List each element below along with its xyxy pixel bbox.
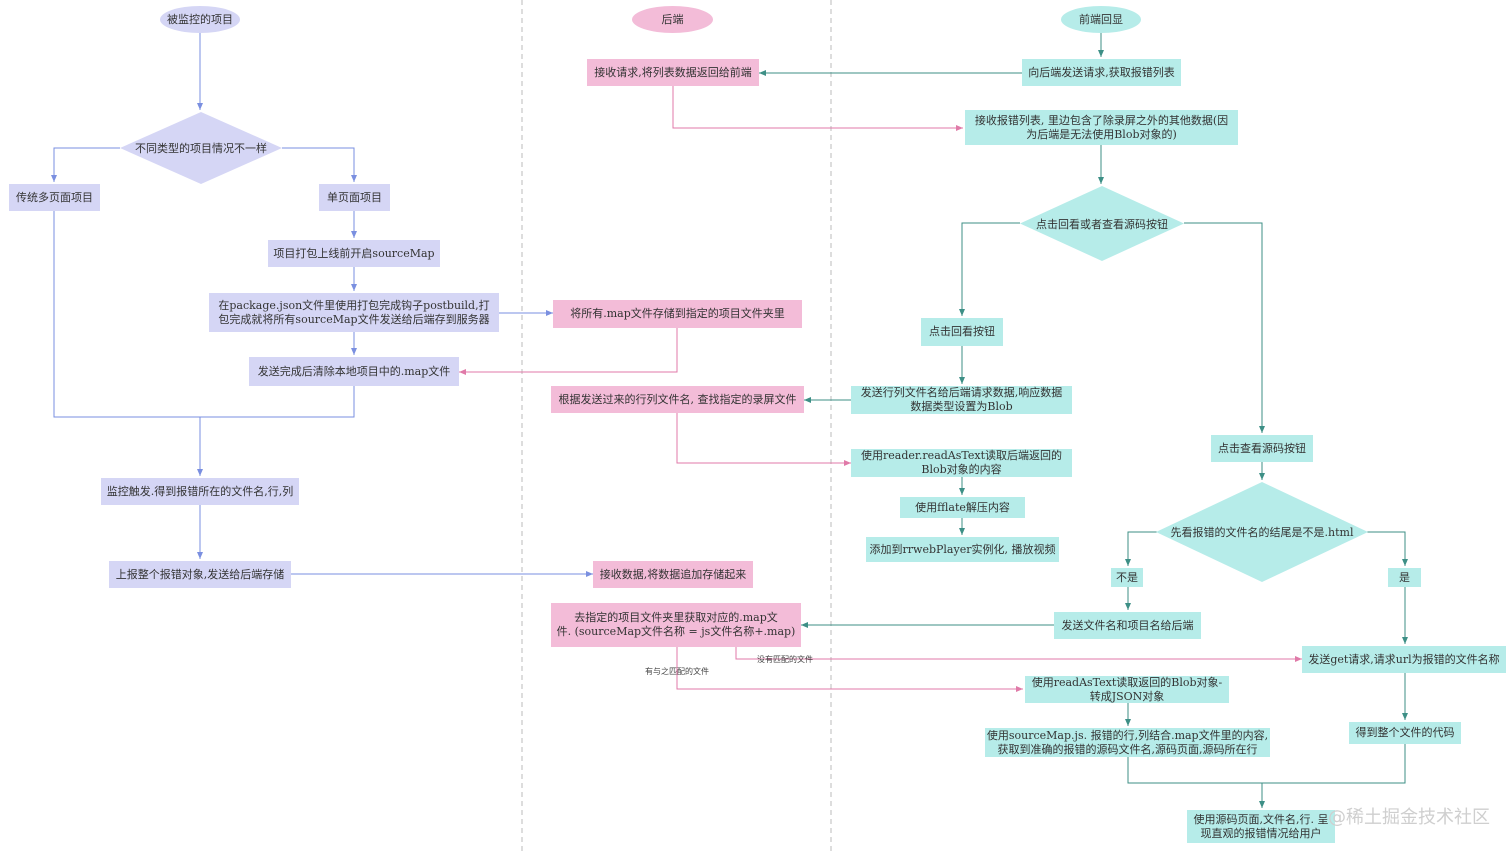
- node-whole-file-code: 得到整个文件的代码: [1349, 722, 1461, 744]
- node-send-rowcol-line2: 数据类型设置为Blob: [910, 400, 1013, 413]
- edge-decision-to-source: [1184, 222, 1265, 433]
- edge-clear-merge: [200, 386, 355, 418]
- edge-decision-to-multipage: [51, 147, 120, 182]
- node-receive-error-list-line2: 为后端是无法使用Blob对象的): [1026, 127, 1177, 141]
- node-send-rowcol-line1: 发送行列文件名给后端请求数据,响应数据: [860, 386, 1063, 399]
- watermark: @稀土掘金技术社区: [1328, 807, 1490, 828]
- node-read-json: 使用readAsText读取返回的Blob对象- 转成JSON对象: [1025, 676, 1229, 703]
- node-sourcemap-js-line1: 使用sourceMap.js. 报错的行,列结合.map文件里的内容,: [986, 728, 1269, 742]
- node-monitor-trigger: 监控触发.得到报错所在的文件名,行,列: [101, 478, 299, 505]
- lane-title-monitored: 被监控的项目: [160, 6, 240, 33]
- node-receive-error-list-line1: 接收报错列表, 里边包含了除录屏之外的其他数据(因: [974, 113, 1229, 127]
- node-enable-sourcemap: 项目打包上线前开启sourceMap: [268, 240, 440, 267]
- node-branch-yes: 是: [1388, 568, 1421, 587]
- node-return-list: 接收请求,将列表数据返回给前端: [587, 59, 759, 86]
- lane-title-frontend: 前端回显: [1061, 6, 1141, 33]
- node-store-map-files: 将所有.map文件存储到指定的项目文件夹里: [553, 300, 802, 328]
- decision-project-type: 不同类型的项目情况不一样: [120, 112, 282, 184]
- edge-decision-to-singlepage: [282, 147, 357, 182]
- node-report-error: 上报整个报错对象,发送给后端存储: [109, 561, 291, 588]
- decision-html-suffix: 先看报错的文件名的结尾是不是.html: [1156, 482, 1368, 582]
- node-rrweb-player: 添加到rrwebPlayer实例化, 播放视频: [866, 537, 1059, 562]
- edge-find-to-readblob: [676, 413, 851, 466]
- node-final-display-line1: 使用源码页面,文件名,行. 呈: [1193, 812, 1329, 826]
- node-read-blob: 使用reader.readAsText读取后端返回的 Blob对象的内容: [851, 449, 1072, 477]
- node-sourcemap-js: 使用sourceMap.js. 报错的行,列结合.map文件里的内容, 获取到准…: [985, 728, 1270, 757]
- lane-title-backend: 后端: [632, 6, 713, 33]
- node-read-json-line2: 转成JSON对象: [1089, 689, 1165, 703]
- node-fetch-map-file-line2: 件. (sourceMap文件名称 = js文件名称+.map): [556, 625, 796, 638]
- node-replay-button: 点击回看按钮: [921, 318, 1003, 346]
- edge-store-to-clear: [459, 328, 678, 375]
- node-find-recording: 根据发送过来的行列文件名, 查找指定的录屏文件: [551, 386, 804, 413]
- edge-label-matched: 有与之匹配的文件: [645, 667, 709, 676]
- node-postbuild-upload-line1: 在package.json文件里使用打包完成钩子postbuild,打: [218, 298, 490, 312]
- node-multi-page-project: 传统多页面项目: [9, 184, 100, 211]
- node-receive-data: 接收数据,将数据追加存储起来: [593, 561, 753, 588]
- node-fetch-map-file-line1: 去指定的项目文件夹里获取对应的.map文: [574, 611, 778, 624]
- decision-click-button: 点击回看或者查看源码按钮: [1020, 186, 1184, 261]
- edge-wholecode-merge: [1262, 744, 1406, 784]
- node-postbuild-upload: 在package.json文件里使用打包完成钩子postbuild,打 包完成就…: [209, 293, 499, 332]
- node-sourcemap-js-line2: 获取到准确的报错的源码文件名,源码页面,源码所在行: [997, 742, 1258, 756]
- node-request-error-list: 向后端发送请求,获取报错列表: [1022, 59, 1181, 86]
- node-read-blob-line1: 使用reader.readAsText读取后端返回的: [861, 449, 1062, 462]
- edge-decision-to-replay: [959, 222, 1020, 316]
- edge-label-unmatched: 没有匹配的文件: [757, 655, 813, 664]
- edge-decisionhtml-to-yes: [1366, 531, 1408, 566]
- node-fetch-map-file: 去指定的项目文件夹里获取对应的.map文 件. (sourceMap文件名称 =…: [551, 603, 801, 647]
- decision-html-suffix-label: 先看报错的文件名的结尾是不是.html: [1170, 526, 1354, 539]
- node-final-display: 使用源码页面,文件名,行. 呈 现直观的报错情况给用户: [1187, 810, 1335, 843]
- node-send-rowcol: 发送行列文件名给后端请求数据,响应数据 数据类型设置为Blob: [851, 386, 1072, 414]
- node-send-filename-project: 发送文件名和项目名给后端: [1054, 612, 1201, 639]
- node-postbuild-upload-line2: 包完成就将所有sourceMap文件发送给后端存到服务器: [218, 312, 490, 326]
- node-clear-local-map: 发送完成后清除本地项目中的.map文件: [249, 357, 459, 386]
- node-view-source-button: 点击查看源码按钮: [1211, 435, 1313, 462]
- node-send-get-request: 发送get请求,请求url为报错的文件名称: [1302, 646, 1506, 673]
- edge-multipage-merge: [53, 211, 200, 418]
- node-single-page-project: 单页面项目: [319, 184, 390, 211]
- edge-returnlist-to-receivelist: [672, 86, 963, 131]
- edge-decisionhtml-to-no: [1125, 531, 1160, 566]
- edge-sourcemapjs-merge: [1127, 757, 1262, 784]
- node-read-json-line1: 使用readAsText读取返回的Blob对象-: [1031, 675, 1223, 689]
- node-receive-error-list: 接收报错列表, 里边包含了除录屏之外的其他数据(因 为后端是无法使用Blob对象…: [965, 110, 1238, 145]
- node-branch-no: 不是: [1111, 568, 1143, 587]
- node-fflate-decompress: 使用fflate解压内容: [900, 497, 1025, 518]
- edge-fetch-to-readjson: [676, 647, 1023, 692]
- decision-click-button-label: 点击回看或者查看源码按钮: [1036, 217, 1168, 231]
- decision-project-type-label: 不同类型的项目情况不一样: [135, 142, 267, 155]
- node-read-blob-line2: Blob对象的内容: [921, 463, 1002, 476]
- edge-fetch-to-sendget: [735, 647, 1302, 662]
- node-final-display-line2: 现直观的报错情况给用户: [1200, 826, 1322, 840]
